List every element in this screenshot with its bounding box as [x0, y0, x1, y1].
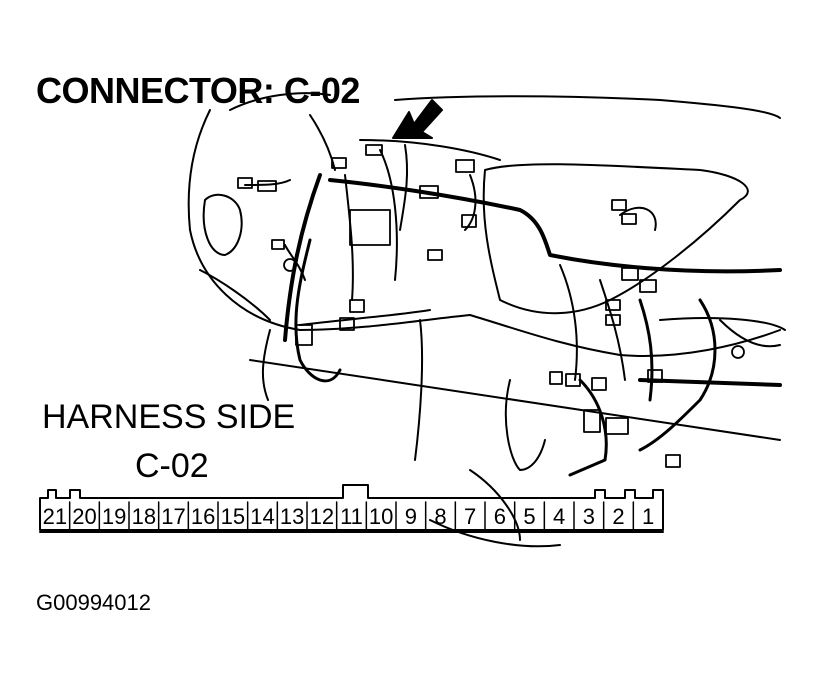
pin-number: 20 [72, 504, 96, 529]
pin-number: 17 [161, 504, 185, 529]
pin-number: 15 [221, 504, 245, 529]
pin-number: 11 [340, 504, 363, 529]
pin-number: 1 [642, 504, 654, 529]
harness-side-label: HARNESS SIDE [42, 398, 296, 436]
pin-number: 18 [132, 504, 156, 529]
connector-blocks [237, 144, 745, 468]
pin-number: 8 [434, 504, 446, 529]
wire-harness [244, 114, 782, 477]
connector-face [39, 484, 664, 533]
connector-title: CONNECTOR: C-02 [36, 70, 360, 111]
pin-number: 19 [102, 504, 126, 529]
pin-number: 2 [612, 504, 624, 529]
pin-number: 16 [191, 504, 215, 529]
pin-number: 7 [464, 504, 476, 529]
pin-number: 9 [405, 504, 417, 529]
pin-number: 10 [369, 504, 393, 529]
pin-number: 21 [43, 504, 67, 529]
pin-number: 3 [583, 504, 595, 529]
pin-number: 12 [310, 504, 334, 529]
pin-number: 14 [250, 504, 274, 529]
pin-number: 4 [553, 504, 565, 529]
connector-id-label: C-02 [135, 447, 209, 485]
figure-code: G00994012 [36, 590, 151, 615]
pointer-arrow [392, 99, 443, 139]
pin-number: 5 [523, 504, 535, 529]
dashboard-outline [187, 92, 786, 548]
pin-number: 13 [280, 504, 304, 529]
pin-number: 6 [494, 504, 506, 529]
